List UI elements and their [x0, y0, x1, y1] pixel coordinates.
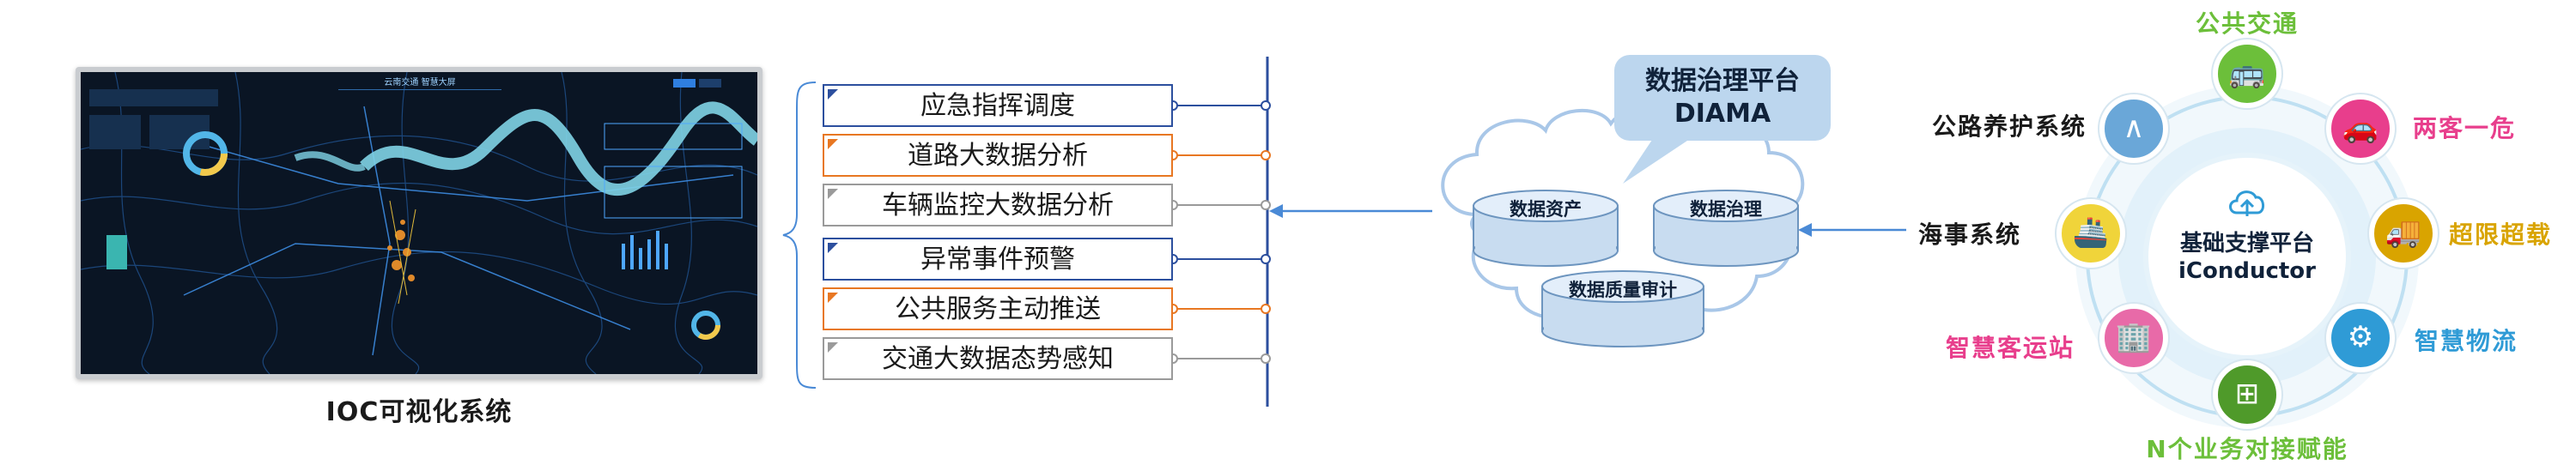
label-data-governance: 数据治理 — [1690, 199, 1762, 220]
module-vehicle-monitoring: 车辆监控大数据分析 — [823, 184, 1173, 226]
node-label-smart-station: 智慧客运站 — [1946, 334, 2075, 362]
module-public-service-push: 公共服务主动推送 — [823, 287, 1173, 330]
module-label: 交通大数据态势感知 — [882, 344, 1114, 374]
corner-mark — [828, 189, 838, 199]
arrow-cloud-to-bus — [1269, 204, 1432, 218]
cylinder-data-assets — [1473, 190, 1619, 267]
module-label: 异常事件预警 — [920, 245, 1075, 275]
node-label-overload: 超限超载 — [2449, 220, 2553, 249]
node-label-passenger-hazard: 两客一危 — [2413, 114, 2517, 142]
arrow-platform-to-cloud — [1798, 223, 1906, 237]
ioc-dashboard-screenshot: 云南交通 智慧大屏 — [81, 72, 757, 374]
module-label: 车辆监控大数据分析 — [882, 190, 1114, 220]
governance-title-bubble: 数据治理平台 DIAMA — [1614, 55, 1831, 141]
corner-mark — [828, 89, 838, 100]
governance-subtitle: DIAMA — [1674, 99, 1771, 129]
node-label-business-enable: N个业务对接赋能 — [2146, 435, 2348, 463]
label-data-assets: 数据资产 — [1510, 199, 1582, 220]
logistics-icon: ⚙ — [2326, 304, 2395, 372]
module-connector — [1168, 353, 1271, 364]
module-event-warning: 异常事件预警 — [823, 238, 1173, 281]
corner-mark — [828, 293, 838, 303]
platform-subname: iConductor — [2178, 258, 2316, 284]
cloud-upload-icon — [2229, 190, 2264, 216]
station-icon: 🏢 — [2099, 304, 2168, 372]
module-road-big-data: 道路大数据分析 — [823, 134, 1173, 177]
ioc-map-graphic — [81, 72, 757, 374]
cylinder-data-quality — [1541, 270, 1704, 347]
road-icon: ∧ — [2099, 94, 2168, 163]
module-connector — [1168, 100, 1271, 111]
ioc-screen-tab — [699, 79, 721, 88]
module-connector — [1168, 304, 1271, 314]
corner-mark — [828, 342, 838, 353]
node-label-smart-logistics: 智慧物流 — [2415, 327, 2518, 355]
module-emergency-dispatch: 应急指挥调度 — [823, 84, 1173, 127]
module-label: 道路大数据分析 — [908, 141, 1088, 171]
module-traffic-awareness: 交通大数据态势感知 — [823, 337, 1173, 380]
bubble-tail — [1623, 137, 1690, 184]
node-label-road-maintenance: 公路养护系统 — [1932, 112, 2087, 141]
module-connector — [1168, 200, 1271, 210]
windows-icon: ⊞ — [2213, 360, 2281, 429]
bus-icon: 🚌 — [2213, 39, 2281, 108]
ioc-caption: IOC可视化系统 — [325, 397, 513, 427]
node-label-maritime: 海事系统 — [1918, 220, 2022, 249]
corner-mark — [828, 243, 838, 253]
ioc-screen-tab — [673, 79, 696, 88]
cylinder-data-governance — [1653, 190, 1799, 267]
platform-name: 基础支撑平台 — [2179, 231, 2314, 257]
car-icon: 🚗 — [2326, 94, 2395, 163]
corner-mark — [828, 139, 838, 149]
left-brace — [782, 82, 817, 389]
ioc-screen-title: 云南交通 智慧大屏 — [338, 77, 501, 90]
module-connector — [1168, 254, 1271, 264]
governance-title: 数据治理平台 — [1645, 66, 1800, 96]
module-connector — [1168, 150, 1271, 160]
module-label: 应急指挥调度 — [920, 91, 1075, 121]
label-data-quality: 数据质量审计 — [1569, 280, 1677, 300]
module-label: 公共服务主动推送 — [895, 294, 1101, 324]
truck-icon: 🚚 — [2369, 199, 2438, 268]
node-label-public-transit: 公共交通 — [2195, 9, 2299, 38]
platform-center-text: 基础支撑平台 iConductor — [2148, 230, 2346, 285]
ship-icon: 🚢 — [2057, 199, 2125, 268]
